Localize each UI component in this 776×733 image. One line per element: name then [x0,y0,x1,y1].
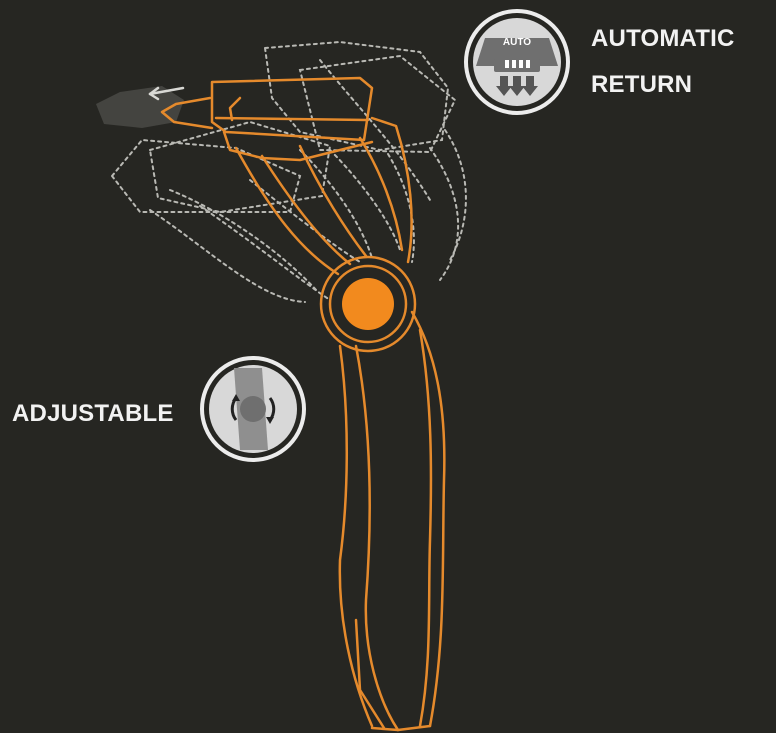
automatic-return-label-line2: RETURN [591,71,693,98]
upper-shell [160,76,413,276]
lower-shell [338,310,446,732]
adjustable-rotation-icon [200,356,306,462]
auto-badge: AUTO [503,37,531,48]
knee-hinge [319,255,417,353]
auto-return-icon: AUTO [464,9,570,115]
automatic-return-label-line1: AUTOMATIC [591,25,735,52]
foot-silhouette [96,86,184,128]
motion-arrow [148,86,185,96]
adjustable-label: ADJUSTABLE [12,400,174,427]
